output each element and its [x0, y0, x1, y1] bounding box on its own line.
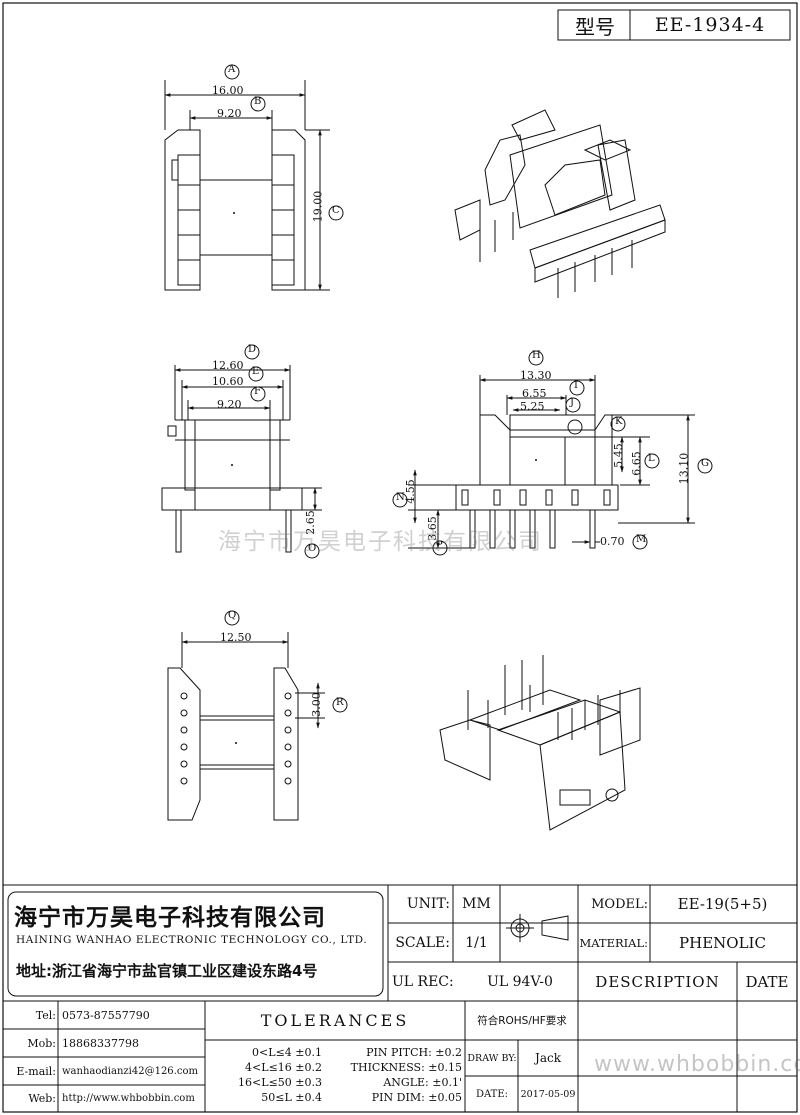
dim-d-tag: D — [248, 344, 257, 355]
dim-h-value: 13.30 — [520, 369, 552, 382]
iso-view-top — [454, 109, 666, 298]
dim-h-tag: H — [532, 350, 541, 361]
contact-mob-label: Mob: — [27, 1036, 56, 1050]
dim-e-tag: E — [252, 366, 260, 377]
material-value: PHENOLIC — [679, 933, 766, 952]
ulrec-value: UL 94V-0 — [487, 973, 553, 990]
contact-mob-value: 18868337798 — [62, 1036, 139, 1050]
bottom-view — [167, 632, 325, 821]
date-label: DATE: — [475, 1088, 509, 1100]
date-value: 2017-05-09 — [520, 1088, 576, 1100]
contact-tel-label: Tel: — [35, 1008, 56, 1022]
model-box-value: EE-1934-4 — [654, 14, 766, 36]
unit-label: UNIT: — [406, 896, 450, 912]
rohs-note: 符合ROHS/HF要求 — [477, 1015, 567, 1027]
ulrec-label: UL REC: — [392, 973, 454, 990]
drawby-value: Jack — [535, 1051, 561, 1065]
contact-email-value: wanhaodianzi42@126.com — [62, 1065, 198, 1077]
center-watermark: 海宁市万昊电子科技有限公司 — [218, 529, 543, 555]
dim-g-tag: G — [701, 458, 709, 469]
tolerance-right-3: PIN DIM: ±0.05 — [371, 1090, 462, 1104]
contact-web-label: Web: — [28, 1092, 56, 1105]
dim-l-tag: L — [648, 453, 655, 464]
dim-i-tag: I — [574, 380, 578, 391]
dim-a-value: 16.00 — [212, 84, 244, 97]
dim-n-tag: N — [396, 492, 405, 503]
tolerance-left-3: 50≤L ±0.4 — [261, 1090, 322, 1104]
dim-c-value: 19.00 — [311, 190, 325, 223]
company-name-cn: 海宁市万昊电子科技有限公司 — [14, 905, 326, 931]
scale-label: SCALE: — [395, 934, 450, 951]
dim-g-value: 13.10 — [677, 452, 691, 485]
dim-r-value: 3.00 — [309, 692, 323, 717]
projection-symbol — [506, 914, 569, 942]
dim-f-tag: F — [254, 386, 261, 397]
tolerance-left-2: 16<L≤50 ±0.3 — [238, 1075, 322, 1089]
tolerance-left-0: 0<L≤4 ±0.1 — [252, 1045, 322, 1059]
model-value: EE-19(5+5) — [677, 895, 768, 913]
dim-k-value: 5.45 — [611, 443, 625, 468]
description-header: DESCRIPTION — [595, 972, 720, 991]
dim-q-value: 12.50 — [220, 631, 252, 644]
tolerance-right-2: ANGLE: ±0.1' — [383, 1075, 462, 1089]
dim-f-value: 9.20 — [217, 398, 242, 411]
contact-tel-value: 0573-87557790 — [62, 1008, 150, 1022]
dim-a-tag: A — [228, 64, 236, 75]
side-view — [408, 375, 695, 549]
dim-r-tag: R — [336, 697, 344, 708]
dim-o-tag: O — [308, 543, 317, 554]
contact-web-value: http://www.whbobbin.com — [62, 1093, 195, 1104]
model-label: MODEL: — [591, 896, 648, 912]
tolerance-right-1: THICKNESS: ±0.15 — [350, 1060, 462, 1074]
dim-l-value: 6.65 — [629, 451, 643, 476]
scale-value: 1/1 — [465, 934, 488, 951]
dim-b-value: 9.20 — [217, 107, 242, 120]
dim-i-value: 6.55 — [522, 387, 547, 400]
tolerance-left-1: 4<L≤16 ±0.2 — [245, 1060, 322, 1074]
dim-k-tag: K — [615, 416, 623, 427]
tolerance-right-0: PIN PITCH: ±0.2 — [366, 1045, 462, 1059]
top-view — [164, 80, 330, 291]
dim-p-tag: P — [436, 540, 443, 551]
company-name-en: HAINING WANHAO ELECTRONIC TECHNOLOGY CO.… — [16, 934, 368, 946]
dim-m-value: 0.70 — [600, 535, 625, 548]
dim-b-tag: B — [254, 96, 262, 107]
contact-email-label: E-mail: — [16, 1064, 56, 1078]
front-view — [161, 365, 322, 553]
dim-n-value: 4.55 — [403, 479, 417, 504]
dim-m-tag: M — [636, 534, 647, 545]
footer-watermark: www.whbobbin.com — [594, 1052, 800, 1077]
unit-value: MM — [462, 896, 491, 912]
model-box-label: 型号 — [575, 14, 615, 39]
dim-c-tag: C — [332, 205, 340, 216]
iso-view-bottom — [439, 655, 641, 831]
dim-j-tag: J — [570, 397, 575, 408]
material-label: MATERIAL: — [579, 935, 648, 950]
dim-e-value: 10.60 — [212, 375, 244, 388]
dim-j-value: 5.25 — [520, 400, 545, 413]
company-address: 地址:浙江省海宁市盐官镇工业区建设东路4号 — [16, 962, 318, 980]
dim-q-tag: Q — [228, 610, 237, 621]
title-block-lines — [3, 884, 797, 1112]
drawby-label: DRAW BY: — [467, 1052, 517, 1064]
tolerances-title: TOLERANCES — [260, 1011, 410, 1030]
dim-d-value: 12.60 — [212, 359, 244, 372]
date-header: DATE — [745, 972, 789, 991]
